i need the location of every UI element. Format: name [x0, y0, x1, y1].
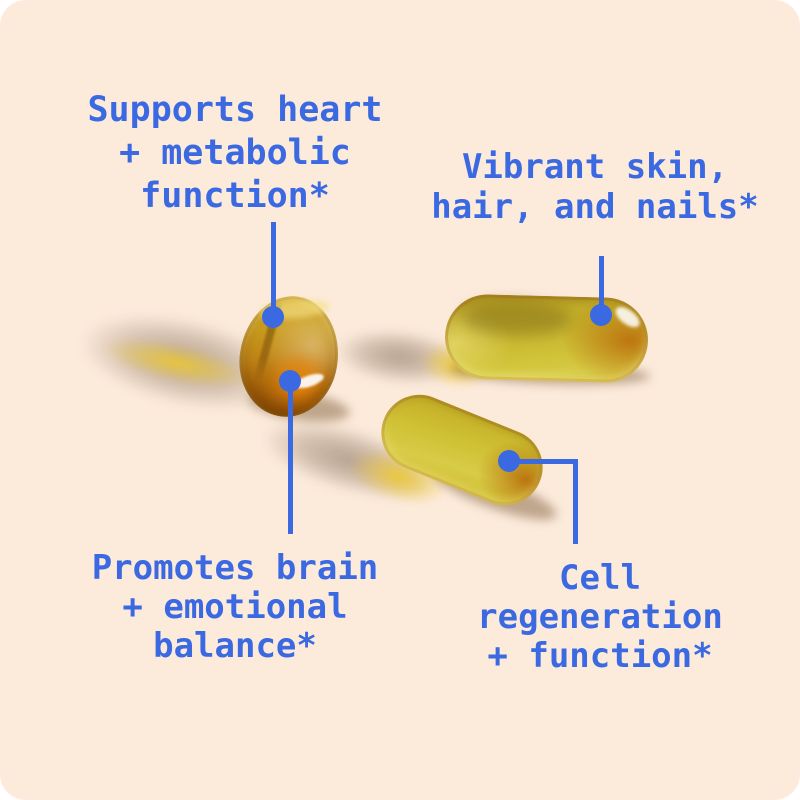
- cell-annotation-line-vertical: [573, 459, 578, 544]
- benefit-label-skin: Vibrant skin, hair, and nails*: [431, 147, 759, 227]
- skin-annotation-dot: [590, 304, 612, 326]
- upright-capsule-light-caustic: [99, 328, 255, 398]
- cell-annotation-line-horizontal: [509, 459, 578, 464]
- capsule-inner-shading: [461, 299, 572, 337]
- benefit-label-heart: Supports heart + metabolic function*: [87, 90, 383, 216]
- capsule-specular-highlight: [612, 303, 644, 332]
- brain-annotation-line: [288, 382, 293, 534]
- heart-annotation-dot: [262, 306, 284, 328]
- benefit-label-cell: Cell regeneration + function*: [477, 558, 723, 676]
- softgel-capsule-diagonal: [369, 383, 555, 517]
- heart-annotation-line: [271, 222, 276, 318]
- softgel-capsule-horizontal: [443, 293, 650, 384]
- benefit-label-brain: Promotes brain + emotional balance*: [91, 548, 379, 666]
- brain-annotation-dot: [279, 370, 301, 392]
- skin-annotation-line: [599, 256, 604, 316]
